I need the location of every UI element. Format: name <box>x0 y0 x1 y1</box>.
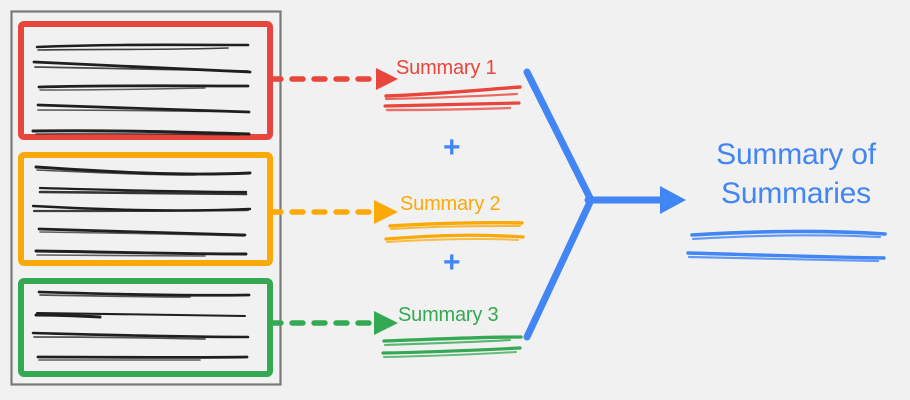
plus-operator-2: + <box>443 246 461 279</box>
chunk-2-group[interactable] <box>18 152 398 266</box>
summary-2-label: Summary 2 <box>400 193 501 215</box>
summary-2-underlines <box>384 220 525 243</box>
chunk-3-text-lines <box>31 290 251 361</box>
chunk-3-connector <box>267 311 398 335</box>
plus-operator-1: + <box>443 131 461 164</box>
final-summary-underlines <box>686 229 887 263</box>
summary-3-underlines <box>381 335 523 359</box>
summary-1-label: Summary 1 <box>396 57 497 79</box>
chunk-2-connector <box>267 200 398 224</box>
chunk-1-box[interactable] <box>18 21 273 140</box>
chunk-3-group[interactable] <box>18 278 398 377</box>
summary-1-underlines <box>383 85 522 112</box>
chunk-2-text-lines <box>31 165 252 257</box>
summary-of-summaries-line-1: Summary of <box>716 138 876 171</box>
chunk-3-box[interactable] <box>18 278 273 377</box>
summary-of-summaries-label: Summary of Summaries <box>701 135 891 213</box>
summary-3-label: Summary 3 <box>398 304 499 326</box>
chunk-1-connector <box>267 68 398 90</box>
chunk-1-group[interactable] <box>18 21 398 140</box>
summary-of-summaries-line-2: Summaries <box>721 177 871 210</box>
merge-arrow <box>523 68 686 341</box>
chunk-1-text-lines <box>31 43 252 136</box>
